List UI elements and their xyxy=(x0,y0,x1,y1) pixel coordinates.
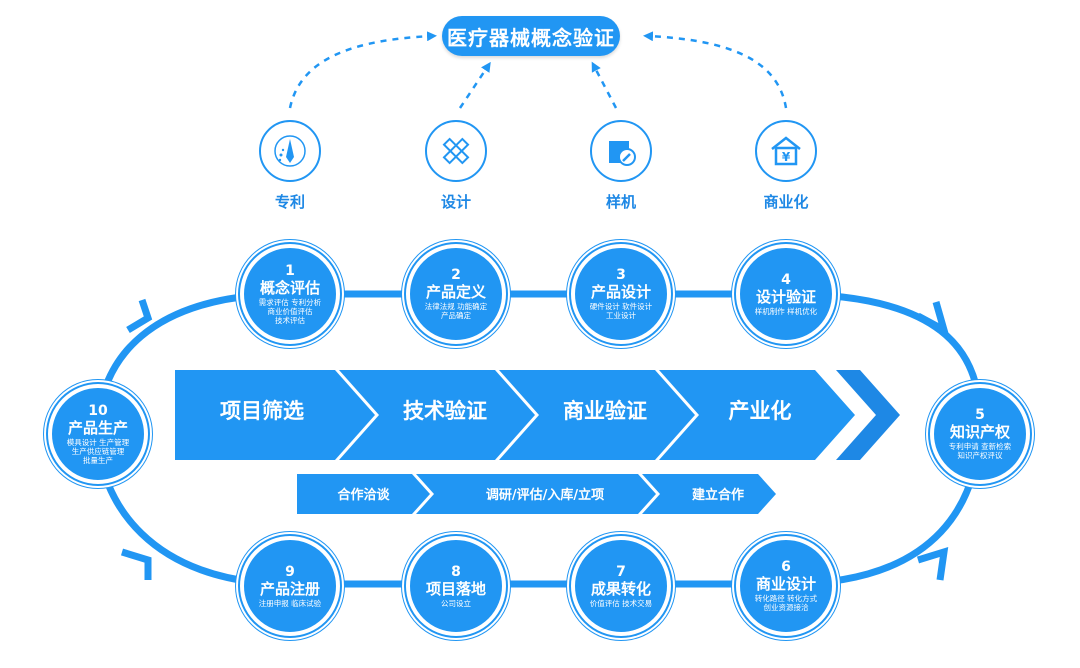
stage-desc-line: 公司设立 xyxy=(441,598,471,608)
stage-title: 成果转化 xyxy=(590,579,651,598)
sub-flow-chevrons xyxy=(297,474,776,514)
sub-chevron-2 xyxy=(416,474,656,514)
patent-pen-icon xyxy=(259,120,321,182)
ruler-pencil-icon xyxy=(425,120,487,182)
stage-2: 2 产品定义 法律法规 功能确定 产品确定 xyxy=(406,244,506,344)
stage-number: 7 xyxy=(616,563,626,580)
stage-number: 6 xyxy=(781,559,791,575)
stage-desc-line: 需求评估 专利分析 xyxy=(258,297,322,307)
stage-desc: 专利申请 查新检索 知识产权评议 xyxy=(937,442,1023,460)
stage-desc-line: 价值评估 技术交易 xyxy=(589,598,653,608)
stage-number: 10 xyxy=(88,402,108,419)
stage-number: 2 xyxy=(451,267,461,283)
stage-number: 4 xyxy=(781,271,791,288)
stage-title: 产品设计 xyxy=(590,283,651,301)
stage-desc-line: 生产供应链管理 xyxy=(71,446,125,456)
main-flow-step-3: 商业验证 xyxy=(563,399,647,423)
stage-desc: 转化路径 转化方式 创业资源接洽 xyxy=(743,594,829,612)
sub-flow-step-2: 调研/评估/入库/立项 xyxy=(485,488,605,503)
icon-label-design: 设计 xyxy=(440,193,471,211)
main-flow-chevrons xyxy=(175,370,900,460)
stage-7: 7 成果转化 价值评估 技术交易 xyxy=(571,536,671,636)
arrow-to-stage-1 xyxy=(126,298,153,334)
arrow-to-stage-6 xyxy=(916,547,949,581)
stage-3: 3 产品设计 硬件设计 软件设计 工业设计 xyxy=(571,244,671,344)
stage-desc: 样机制作 样机优化 xyxy=(743,307,829,316)
stage-desc-line: 工业设计 xyxy=(606,311,636,320)
stage-desc: 需求评估 专利分析 商业价值评估 技术评估 xyxy=(247,298,333,325)
main-flow-step-1: 项目筛选 xyxy=(220,399,304,423)
box-wrench-icon xyxy=(590,120,652,182)
stage-desc-line: 专利申请 查新检索 xyxy=(948,442,1012,451)
icon-label-prototype: 样机 xyxy=(605,193,636,211)
chevron-4 xyxy=(659,370,855,460)
stage-title: 商业设计 xyxy=(755,575,816,593)
stage-number: 1 xyxy=(285,262,295,279)
stage-5: 5 知识产权 专利申请 查新检索 知识产权评议 xyxy=(930,384,1030,484)
stage-title: 产品注册 xyxy=(259,579,320,598)
stage-desc-line: 技术评估 xyxy=(275,315,305,325)
stage-1: 1 概念评估 需求评估 专利分析 商业价值评估 技术评估 xyxy=(240,244,340,344)
main-flow-step-4: 产业化 xyxy=(728,399,792,423)
dashed-arrow-patent xyxy=(288,31,437,109)
stage-desc-line: 创业资源接洽 xyxy=(763,603,809,612)
sub-chevron-1 xyxy=(297,474,430,514)
stage-desc: 价值评估 技术交易 xyxy=(578,599,664,608)
stage-number: 9 xyxy=(285,563,295,580)
chevron-2 xyxy=(339,370,535,460)
chevron-1 xyxy=(175,370,375,460)
svg-text:¥: ¥ xyxy=(782,150,791,164)
dashed-arrow-commercialization xyxy=(643,31,788,109)
stage-6: 6 商业设计 转化路径 转化方式 创业资源接洽 xyxy=(736,536,836,636)
arrow-to-stage-10-bottom xyxy=(120,548,152,580)
stage-9: 9 产品注册 注册申报 临床试验 xyxy=(240,536,340,636)
arrow-to-stage-5 xyxy=(916,301,950,338)
stage-desc-line: 批量生产 xyxy=(83,455,113,465)
concept-verification-title: 医疗器械概念验证 xyxy=(442,16,620,56)
stage-number: 5 xyxy=(975,407,985,423)
stage-10: 10 产品生产 模具设计 生产管理 生产供应链管理 批量生产 xyxy=(48,384,148,484)
stage-title: 概念评估 xyxy=(259,278,320,297)
stage-desc-line: 样机制作 样机优化 xyxy=(754,306,818,316)
house-yen-icon: ¥ xyxy=(755,120,817,182)
stage-number: 8 xyxy=(451,563,461,580)
sub-chevron-3 xyxy=(642,474,776,514)
stage-desc: 模具设计 生产管理 生产供应链管理 批量生产 xyxy=(55,438,141,465)
stage-desc-line: 产品确定 xyxy=(441,311,471,320)
stage-desc-line: 模具设计 生产管理 xyxy=(66,437,130,447)
stage-number: 3 xyxy=(616,267,626,283)
chevron-3 xyxy=(499,370,695,460)
stage-desc-line: 法律法规 功能确定 xyxy=(424,302,488,311)
stage-title: 项目落地 xyxy=(425,579,486,598)
stage-desc: 硬件设计 软件设计 工业设计 xyxy=(578,302,664,320)
stage-desc-line: 商业价值评估 xyxy=(267,306,313,316)
stage-title: 知识产权 xyxy=(949,423,1010,441)
dashed-arrow-design xyxy=(458,61,491,109)
dashed-arrow-prototype xyxy=(591,61,618,109)
loop-arrowheads xyxy=(120,298,950,581)
stage-desc: 注册申报 临床试验 xyxy=(247,599,333,608)
dashed-connectors xyxy=(288,31,788,109)
icon-label-commercialization: 商业化 xyxy=(763,193,809,211)
stage-desc-line: 知识产权评议 xyxy=(957,451,1003,460)
stage-desc: 公司设立 xyxy=(413,599,499,608)
stage-title: 产品定义 xyxy=(425,283,486,301)
stage-desc: 法律法规 功能确定 产品确定 xyxy=(413,302,499,320)
chevron-tail-1 xyxy=(836,370,900,460)
stage-desc-line: 硬件设计 软件设计 xyxy=(589,302,653,311)
stage-4: 4 设计验证 样机制作 样机优化 xyxy=(736,244,836,344)
icon-label-patent: 专利 xyxy=(274,193,305,211)
stage-desc-line: 注册申报 临床试验 xyxy=(258,598,322,608)
stage-8: 8 项目落地 公司设立 xyxy=(406,536,506,636)
sub-flow-step-3: 建立合作 xyxy=(691,488,744,503)
sub-flow-step-1: 合作洽谈 xyxy=(337,488,390,503)
stage-title: 产品生产 xyxy=(67,418,128,437)
stage-title: 设计验证 xyxy=(755,287,816,306)
main-flow-step-2: 技术验证 xyxy=(403,399,487,423)
stage-desc-line: 转化路径 转化方式 xyxy=(754,594,818,603)
